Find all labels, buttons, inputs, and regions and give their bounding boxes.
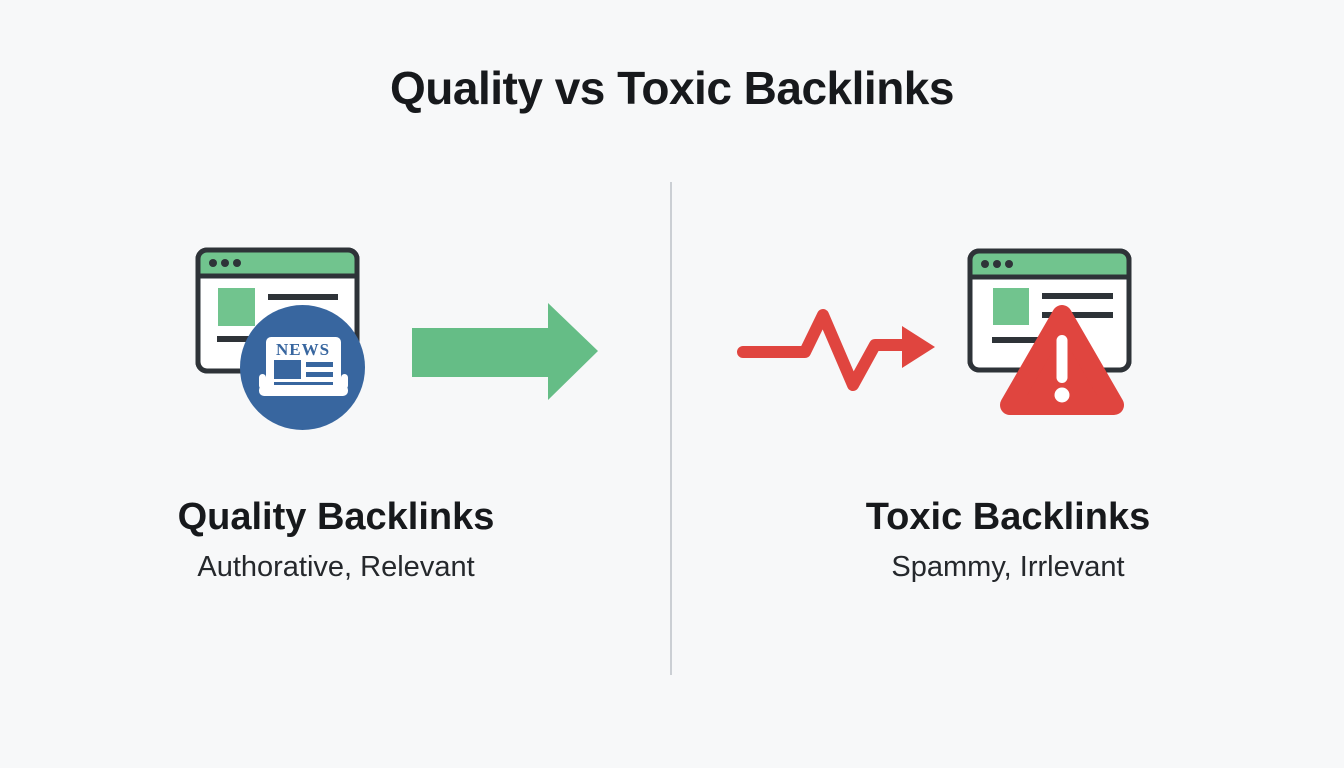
green-arrow-svg — [412, 303, 598, 400]
quality-website-icon: NEWS — [190, 243, 375, 438]
warning-triangle-icon — [1000, 305, 1124, 415]
zigzag-arrowhead — [902, 326, 935, 368]
green-arrow-shape — [412, 303, 598, 400]
browser-window-warning-svg — [967, 248, 1132, 415]
quality-label-block: Quality Backlinks Authorative, Relevant — [0, 494, 672, 584]
browser-window-news-svg: NEWS — [195, 247, 365, 430]
toxic-website-icon — [960, 243, 1145, 438]
newspaper-scroll-base — [259, 374, 348, 396]
news-badge-label: NEWS — [276, 340, 330, 359]
quality-heading: Quality Backlinks — [177, 496, 495, 538]
exclamation-mark-icon — [1054, 335, 1070, 403]
page-title: Quality vs Toxic Backlinks — [390, 62, 954, 114]
zigzag-arrow-svg — [737, 309, 935, 391]
newspaper-content — [274, 360, 333, 386]
page-image-placeholder — [218, 288, 255, 326]
quality-subheading: Authorative, Relevant — [197, 551, 475, 583]
toxic-subheading: Spammy, Irrlevant — [891, 551, 1125, 583]
browser-header-bar — [198, 250, 357, 276]
toxic-heading: Toxic Backlinks — [865, 496, 1151, 538]
zigzag-line — [737, 309, 914, 391]
browser-window-icon — [195, 247, 360, 374]
browser-window-icon — [967, 248, 1132, 373]
browser-header-bar — [970, 251, 1129, 277]
browser-window-dots-icon — [981, 260, 1013, 268]
center-divider — [670, 182, 672, 675]
green-arrow-icon — [405, 295, 605, 410]
browser-window-dots-icon — [209, 259, 241, 267]
toxic-label-block: Toxic Backlinks Spammy, Irrlevant — [672, 494, 1344, 584]
zigzag-arrow-icon — [730, 300, 945, 400]
page-image-placeholder — [993, 288, 1029, 325]
news-badge-icon: NEWS — [240, 305, 365, 430]
